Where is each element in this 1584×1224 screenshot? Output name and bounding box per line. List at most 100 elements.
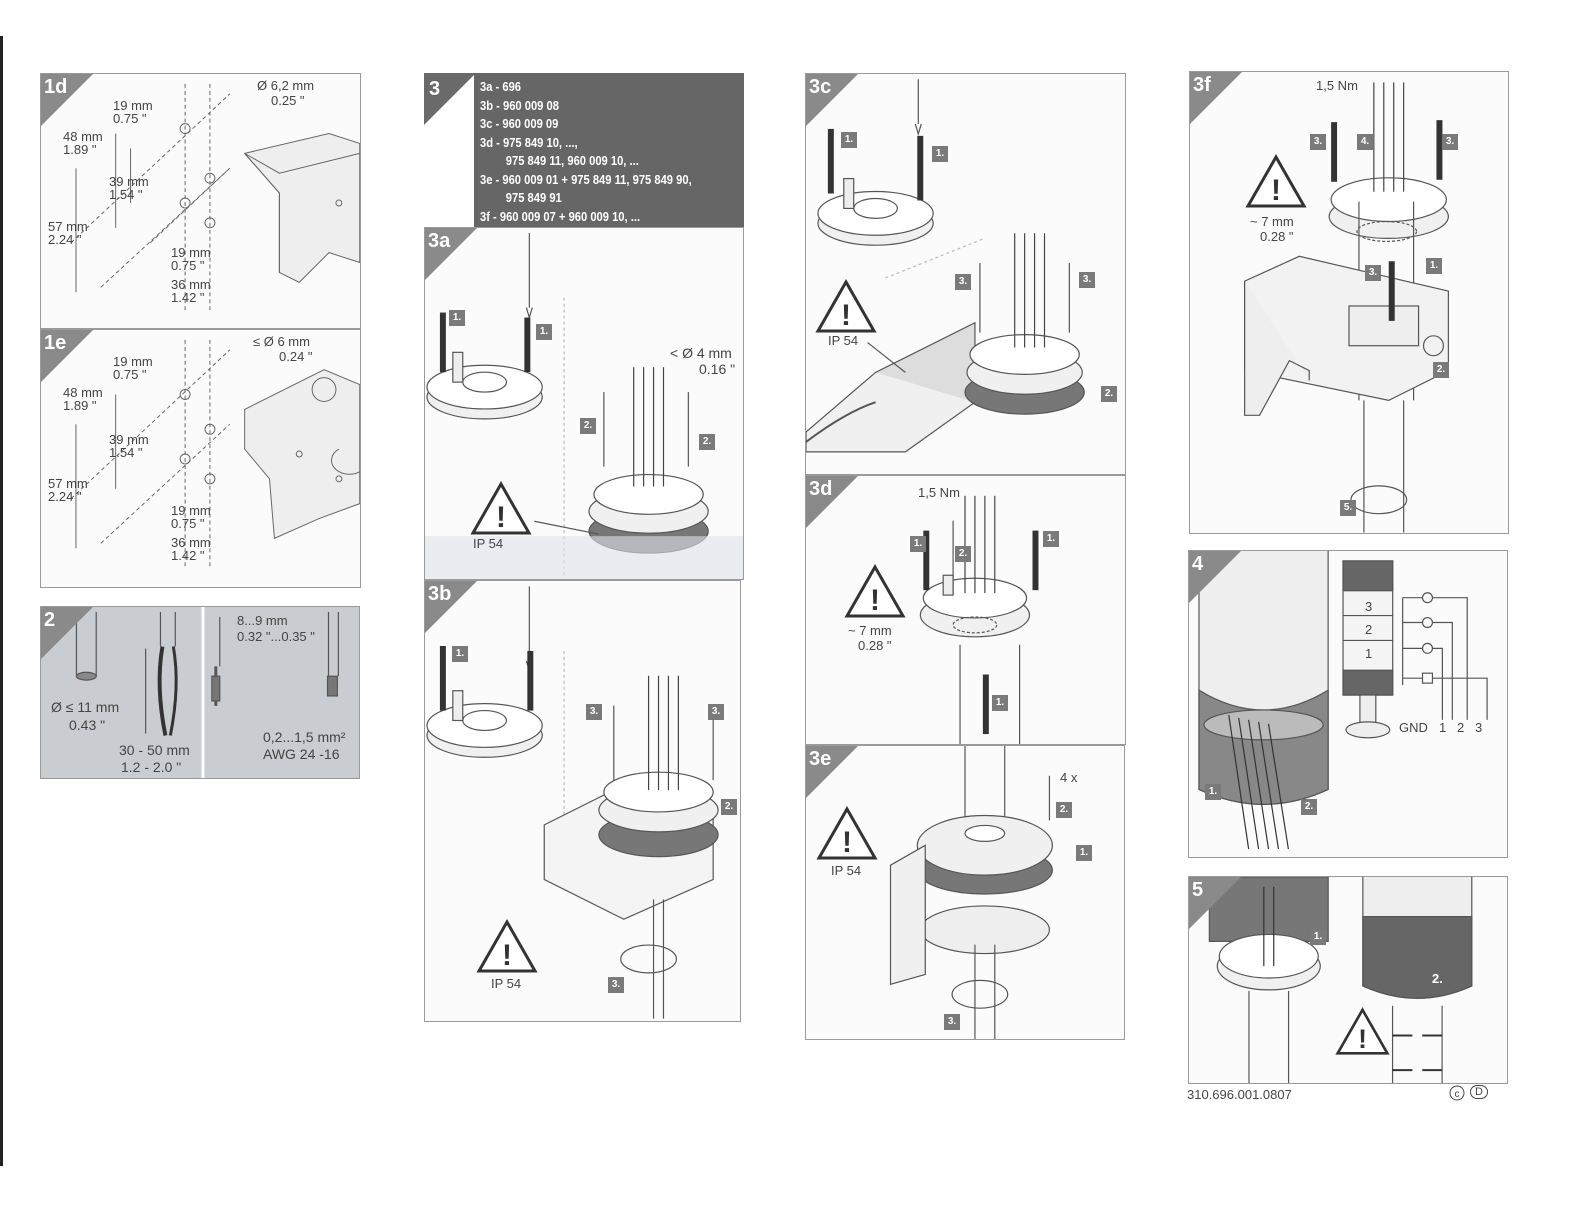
hole-size-label: < Ø 4 mm — [670, 345, 732, 361]
step-badge-2: 2. — [1056, 802, 1072, 818]
order-line: 3d - 975 849 10, ..., — [480, 134, 578, 150]
step-badge-4: 4. — [1357, 134, 1373, 150]
dim-19-bottom: 19 mm — [171, 245, 211, 260]
dim-39: 39 mm — [109, 432, 149, 447]
step-badge-1: 1. — [1426, 258, 1442, 274]
panel-label: 3b — [428, 583, 452, 605]
step-badge-2: 2. — [721, 799, 737, 815]
step-badge-3: 3. — [1310, 134, 1326, 150]
order-line: 3f - 960 009 07 + 960 009 10, ... — [480, 208, 641, 224]
ip-rating: IP 54 — [491, 976, 522, 991]
assembly-3f — [1244, 82, 1449, 533]
panel-3c: 3c 1. 1. 3. 3. 2. ! IP 54 — [805, 73, 1126, 475]
step-badge-5: 5. — [1340, 500, 1356, 516]
panel-label: 2 — [44, 609, 56, 631]
warning-icon: ! — [816, 806, 878, 860]
dim-48-inch: 1.89 " — [63, 142, 97, 157]
scan-edge — [0, 36, 3, 1166]
svg-text:!: ! — [496, 501, 506, 534]
step-badge-1: 1. — [449, 310, 465, 326]
panel-label: 3f — [1193, 74, 1211, 96]
terminal-3: 3 — [1475, 720, 1483, 735]
svg-text:!: ! — [842, 826, 852, 859]
panel-label: 4 — [1192, 553, 1204, 575]
dim-57: 57 mm — [48, 476, 88, 491]
wire-strip-length: 8...9 mm — [237, 613, 288, 628]
screw-count: 4 x — [1060, 770, 1078, 785]
warning-icon: ! — [1245, 154, 1307, 208]
wire-cross-section: 0,2...1,5 mm² — [263, 729, 346, 745]
step-badge-3: 3. — [955, 274, 971, 290]
step-badge-2: 2. — [699, 434, 715, 450]
panel-3f: 3f 1,5 Nm 3. 4. 3. 3. 1. 2. 5. ! ~ 7 mm … — [1189, 71, 1509, 534]
dim-36: 36 mm — [171, 535, 211, 550]
gap-inch: 0.28 " — [858, 638, 892, 653]
tier-label: 3 — [1365, 599, 1373, 614]
ip-rating: IP 54 — [831, 863, 862, 878]
svg-text:!: ! — [502, 939, 512, 972]
step-badge-1: 1. — [1043, 531, 1059, 547]
step-badge-1: 1. — [932, 146, 948, 162]
step-badge-1: 1. — [910, 536, 926, 552]
svg-text:!: ! — [1271, 174, 1281, 207]
strip-length: 30 - 50 mm — [119, 742, 190, 758]
assembly-3c — [806, 79, 1085, 453]
dim-19-bottom-inch: 0.75 " — [171, 516, 205, 531]
panel-3: 3 3a - 696 3b - 960 009 08 3c - 960 009 … — [424, 73, 744, 227]
cable-diameter-inch: 0.43 " — [69, 717, 106, 733]
panel-label: 1d — [44, 76, 68, 98]
dim-36-inch: 1.42 " — [171, 290, 205, 305]
ip-rating: IP 54 — [828, 333, 859, 348]
step-badge-3: 3. — [1442, 134, 1458, 150]
terminal-gnd: GND — [1399, 720, 1428, 735]
step-badge-1: 1. — [992, 695, 1008, 711]
panel-2: 2 Ø ≤ 11 mm 0.43 " 30 - 50 mm 1.2 - 2.0 … — [40, 606, 360, 779]
order-numbers-box: 3a - 696 3b - 960 009 08 3c - 960 009 09… — [474, 73, 744, 227]
copyright-icon: c — [1449, 1085, 1465, 1101]
step-badge-3: 3. — [608, 977, 624, 993]
step-badge-2: 2. — [580, 418, 596, 434]
dim-19-bottom: 19 mm — [171, 503, 211, 518]
step-label-2: 2. — [1432, 971, 1443, 986]
hole-diameter-inch: 0.24 " — [279, 349, 313, 364]
dim-48: 48 mm — [63, 385, 103, 400]
dim-39-inch: 1.54 " — [109, 445, 143, 460]
torque-label: 1,5 Nm — [918, 485, 960, 500]
panel-label: 5 — [1192, 879, 1204, 901]
dim-57-inch: 2.24 " — [48, 489, 82, 504]
hole-diameter-inch: 0.25 " — [271, 93, 305, 108]
panel-3a: 3a 1. 1. 2. 2. < Ø 4 mm 0.16 " ! IP 54 — [424, 227, 744, 580]
hole-diameter-label: Ø 6,2 mm — [257, 78, 315, 93]
step-badge-3: 3. — [708, 704, 724, 720]
ip-rating: IP 54 — [473, 536, 504, 551]
step-badge-3: 3. — [1365, 265, 1381, 281]
panel-3b: 3b 1. 3. 3. 2. 3. ! IP 54 — [424, 580, 741, 1022]
panel-label: 3a — [428, 230, 451, 252]
order-line: 975 849 91 — [505, 190, 562, 205]
step-badge-2: 2. — [1101, 386, 1117, 402]
panel-1d: 1d Ø 6,2 mm 0.25 " 19 mm 0.75 " 48 mm 1.… — [40, 73, 361, 329]
wiring-diagram — [1198, 551, 1488, 850]
warning-icon: ! — [815, 279, 877, 333]
dim-57: 57 mm — [48, 219, 88, 234]
assembly-3d — [919, 495, 1039, 744]
panel-5: 5 1. 2. ! — [1188, 876, 1508, 1084]
dim-39-inch: 1.54 " — [109, 187, 143, 202]
country-mark: D — [1470, 1085, 1488, 1099]
dim-57-inch: 2.24 " — [48, 232, 82, 247]
order-line: 3b - 960 009 08 — [480, 97, 559, 113]
warning-icon: ! — [476, 919, 538, 973]
step-badge-2: 2. — [1433, 362, 1449, 378]
dim-19-bottom-inch: 0.75 " — [171, 258, 205, 273]
step-badge-2: 2. — [1301, 799, 1317, 815]
warning-icon: ! — [844, 564, 906, 618]
step-badge-1: 1. — [1205, 784, 1221, 800]
dim-48-inch: 1.89 " — [63, 398, 97, 413]
svg-text:!: ! — [841, 299, 851, 332]
cable-prep-diagram — [75, 607, 339, 778]
dim-19-top-inch: 0.75 " — [113, 111, 147, 126]
dim-36-inch: 1.42 " — [171, 548, 205, 563]
panel-4: 4 3 2 1 GND 1 2 3 1. 2. — [1188, 550, 1508, 858]
panel-label: 1e — [44, 332, 67, 354]
drill-template-1d — [70, 83, 360, 313]
